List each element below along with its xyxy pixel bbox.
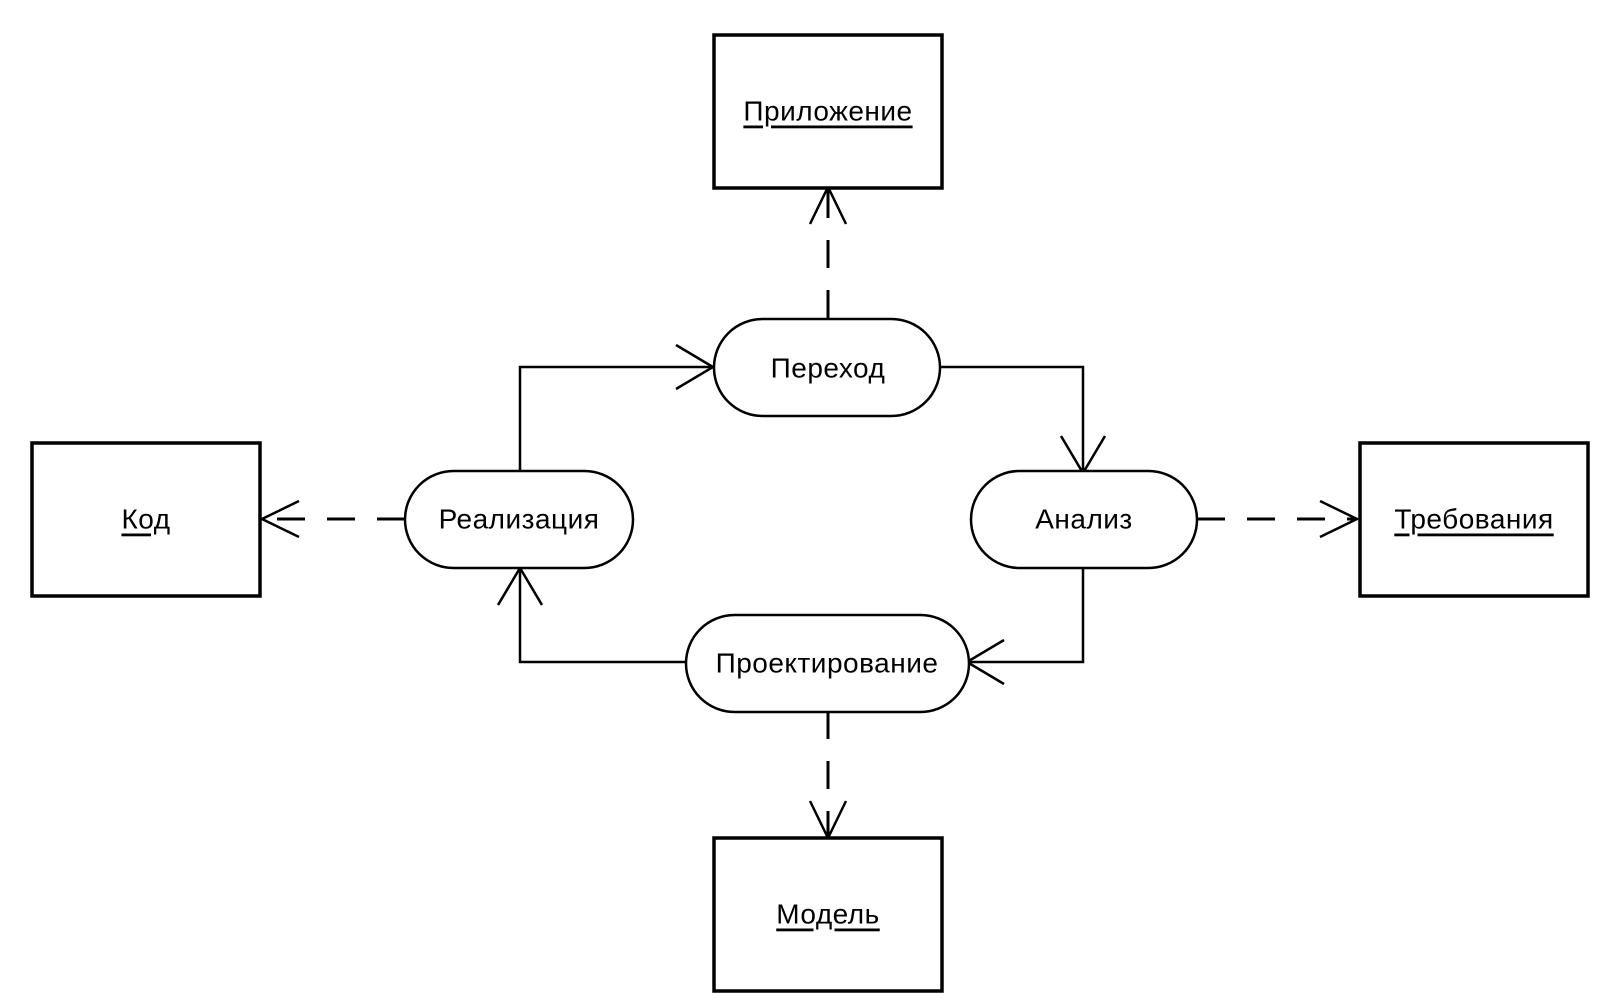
artifact-application-label: Приложение (743, 96, 912, 127)
activity-design-label: Проектирование (716, 648, 939, 679)
activity-transition-label: Переход (771, 353, 886, 384)
artifact-requirements-label: Требования (1394, 504, 1553, 535)
artifact-code: Код (30, 441, 262, 598)
arrowhead-code-in (259, 499, 300, 539)
activity-implementation-label: Реализация (439, 504, 600, 535)
flow-analysis-to-design (969, 568, 1085, 664)
flow-design-to-implementation (518, 570, 686, 664)
activity-analysis-label: Анализ (1035, 504, 1133, 535)
artifact-model-label: Модель (776, 899, 880, 930)
arrowhead-requirements-in (1319, 499, 1360, 539)
flow-implementation-to-transition (518, 365, 711, 471)
artifact-model: Модель (712, 836, 944, 993)
artifact-application: Приложение (712, 33, 944, 190)
artifact-requirements: Требования (1358, 441, 1590, 598)
activity-implementation: Реализация (403, 469, 635, 570)
activity-design: Проектирование (684, 613, 971, 714)
artifact-code-label: Код (121, 504, 170, 535)
flow-transition-to-analysis (941, 365, 1085, 471)
activity-transition: Переход (712, 317, 942, 418)
activity-analysis: Анализ (969, 469, 1199, 570)
